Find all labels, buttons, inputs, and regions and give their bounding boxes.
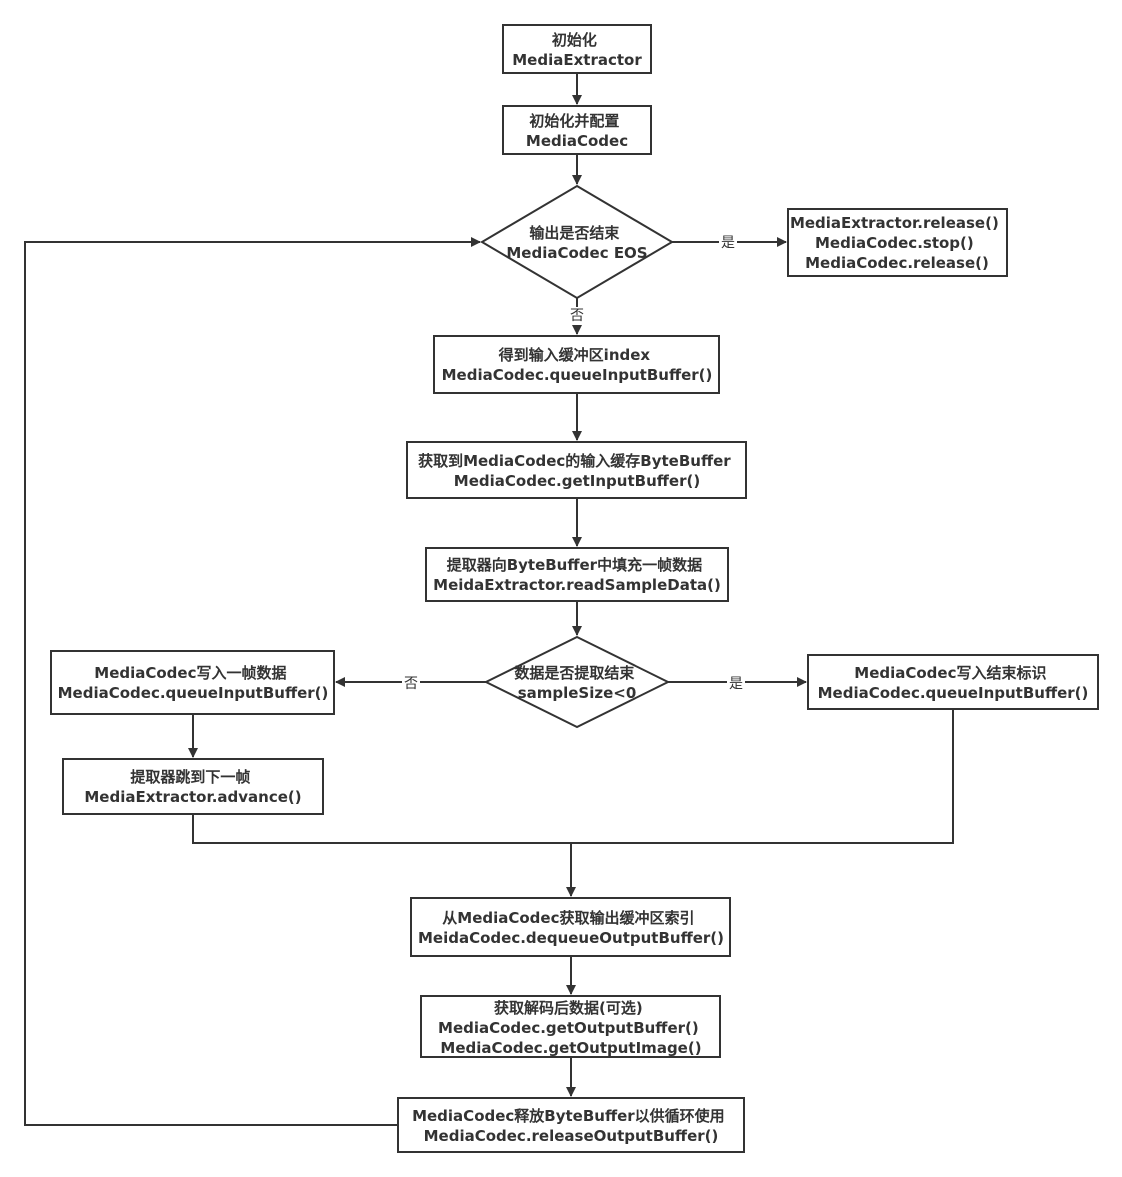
label-eos-yes: 是 — [721, 235, 735, 251]
node-text-line: MediaCodec — [526, 132, 628, 150]
node-text-line: MediaCodec.stop() — [815, 234, 974, 252]
svg-text:初始化并配置 MediaCodec: 初始化并配置 MediaCodec — [526, 112, 628, 150]
node-text-line: MediaExtractor.advance() — [84, 788, 301, 806]
node-text-line: 输出是否结束 — [529, 224, 620, 242]
node-text-line: MediaCodec.getOutputBuffer() — [438, 1019, 699, 1037]
node-text-line: MediaCodec.releaseOutputBuffer() — [424, 1127, 719, 1145]
node-text-line: sampleSize<0 — [518, 684, 637, 702]
node-sample-decision: 数据是否提取结束 sampleSize<0 — [483, 635, 671, 729]
node-text-line: MeidaExtractor.readSampleData() — [433, 576, 721, 594]
node-eos-decision: 输出是否结束 MediaCodec EOS — [480, 184, 674, 300]
node-text-line: MeidaCodec.dequeueOutputBuffer() — [418, 929, 724, 947]
label-eos-no: 否 — [570, 308, 584, 324]
node-text-line: 提取器跳到下一帧 — [130, 768, 250, 786]
edge-labels: 是 否 否 是 — [402, 233, 745, 692]
svg-text:MediaExtractor.release(): MediaExtractor.release() MediaCodec.stop… — [790, 214, 1004, 272]
connectors — [24, 73, 954, 1126]
edge-loop-back — [24, 237, 481, 1126]
node-get-input-buffer: 获取到MediaCodec的输入缓存ByteBuffer MediaCodec.… — [406, 441, 747, 499]
svg-text:提取器跳到下一帧 MediaExtractor.: 提取器跳到下一帧 MediaExtractor.advance() — [84, 768, 301, 806]
svg-text:MediaCodec释放ByteBuffer以供循环使用: MediaCodec释放ByteBuffer以供循环使用 MediaCodec.… — [412, 1107, 730, 1145]
node-write-frame: MediaCodec写入一帧数据 MediaCodec.queueInputBu… — [50, 650, 335, 715]
node-text-line: MediaCodec EOS — [506, 244, 647, 262]
svg-text:MediaCodec写入结束标识 MediaCo: MediaCodec写入结束标识 MediaCodec.queueInputBu… — [818, 664, 1089, 702]
node-release: MediaExtractor.release() MediaCodec.stop… — [787, 208, 1008, 277]
node-get-output: 获取解码后数据(可选) MediaCodec.getOutputBuffer()… — [420, 995, 721, 1058]
node-text-line: MediaCodec写入一帧数据 — [94, 664, 286, 682]
label-sample-no: 否 — [404, 676, 418, 692]
svg-text:数据是否提取结束 sampleSize<0: 数据是否提取结束 sampleSize<0 — [514, 664, 639, 702]
node-text-line: 从MediaCodec获取输出缓冲区索引 — [442, 909, 694, 927]
svg-text:得到输入缓冲区index MediaCodec.: 得到输入缓冲区index MediaCodec.queueInputBuffer… — [442, 346, 713, 384]
node-init-codec: 初始化并配置 MediaCodec — [502, 105, 652, 155]
node-text-line: MediaExtractor.release() — [790, 214, 999, 232]
label-sample-yes: 是 — [729, 676, 743, 692]
node-text-line: 提取器向ByteBuffer中填充一帧数据 — [447, 556, 702, 574]
node-text-line: MediaCodec.queueInputBuffer() — [818, 684, 1089, 702]
node-read-sample: 提取器向ByteBuffer中填充一帧数据 MeidaExtractor.rea… — [425, 547, 729, 602]
node-release-output: MediaCodec释放ByteBuffer以供循环使用 MediaCodec.… — [397, 1097, 745, 1153]
svg-text:获取解码后数据(可选) MediaCodec.g: 获取解码后数据(可选) MediaCodec.getOutputBuffer()… — [438, 999, 704, 1057]
node-text-line: 获取解码后数据(可选) — [494, 999, 643, 1017]
svg-text:MediaCodec写入一帧数据 MediaCo: MediaCodec写入一帧数据 MediaCodec.queueInputBu… — [58, 664, 329, 702]
node-text-line: MediaCodec写入结束标识 — [854, 664, 1046, 682]
node-text-line: MediaCodec.queueInputBuffer() — [58, 684, 329, 702]
node-text-line: 初始化 — [552, 31, 597, 49]
node-text-line: MediaCodec.queueInputBuffer() — [442, 366, 713, 384]
node-text-line: MediaCodec释放ByteBuffer以供循环使用 — [412, 1107, 725, 1125]
node-advance: 提取器跳到下一帧 MediaExtractor.advance() — [62, 758, 324, 815]
node-dequeue-output: 从MediaCodec获取输出缓冲区索引 MeidaCodec.dequeueO… — [410, 897, 731, 957]
svg-text:从MediaCodec获取输出缓冲区索引 Mei: 从MediaCodec获取输出缓冲区索引 MeidaCodec.dequeueO… — [418, 909, 724, 947]
edge-merge-lines — [192, 709, 954, 844]
svg-text:初始化 MediaExtractor: 初始化 MediaExtractor — [512, 31, 642, 69]
node-text-line: MediaCodec.getOutputImage() — [440, 1039, 701, 1057]
node-write-end: MediaCodec写入结束标识 MediaCodec.queueInputBu… — [807, 654, 1099, 710]
node-init-extractor: 初始化 MediaExtractor — [502, 24, 652, 74]
node-input-index: 得到输入缓冲区index MediaCodec.queueInputBuffer… — [433, 335, 720, 394]
node-text-line: MediaExtractor — [512, 51, 642, 69]
node-text-line: 数据是否提取结束 — [514, 664, 635, 682]
svg-text:提取器向ByteBuffer中填充一帧数据 Me: 提取器向ByteBuffer中填充一帧数据 MeidaExtractor.rea… — [433, 556, 721, 594]
svg-text:获取到MediaCodec的输入缓存ByteBuffer: 获取到MediaCodec的输入缓存ByteBuffer MediaCodec.… — [418, 452, 736, 490]
node-text-line: 得到输入缓冲区index — [498, 346, 651, 364]
node-text-line: 初始化并配置 — [529, 112, 619, 130]
node-text-line: MediaCodec.release() — [805, 254, 989, 272]
svg-text:输出是否结束 MediaCodec EOS: 输出是否结束 MediaCodec EOS — [506, 224, 647, 262]
node-text-line: MediaCodec.getInputBuffer() — [454, 472, 700, 490]
node-text-line: 获取到MediaCodec的输入缓存ByteBuffer — [418, 452, 731, 470]
